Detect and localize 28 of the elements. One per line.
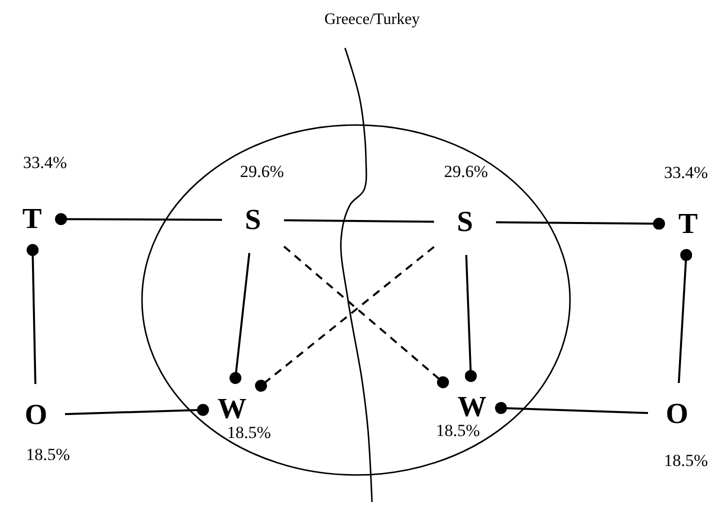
connector xyxy=(495,402,648,414)
percentage-label: 33.4% xyxy=(23,153,67,173)
node-letter: W xyxy=(218,392,246,426)
node-letter: T xyxy=(22,202,42,236)
connector xyxy=(26,244,39,384)
node-letter: O xyxy=(24,398,48,432)
dashed-connector xyxy=(283,246,449,388)
connector xyxy=(464,254,477,382)
connector xyxy=(496,218,665,230)
node-letter: O xyxy=(666,397,688,431)
percentage-label: 18.5% xyxy=(436,421,480,441)
percentage-label: 29.6% xyxy=(444,162,488,182)
percentage-label: 18.5% xyxy=(26,445,70,465)
connector xyxy=(229,252,250,384)
node-letter: S xyxy=(244,203,262,237)
percentage-label: 18.5% xyxy=(227,423,271,443)
percentage-label: 29.6% xyxy=(240,162,284,182)
dashed-connector xyxy=(255,246,435,392)
node-letter: W xyxy=(458,390,486,424)
connector xyxy=(678,249,692,384)
connector xyxy=(55,213,222,226)
percentage-label: 18.5% xyxy=(664,451,708,471)
border-label: Greece/Turkey xyxy=(324,11,420,29)
node-letter: S xyxy=(456,205,474,239)
connector xyxy=(64,404,209,416)
percentage-label: 33.4% xyxy=(664,163,708,183)
node-letter: T xyxy=(678,207,698,241)
connector xyxy=(284,219,434,223)
